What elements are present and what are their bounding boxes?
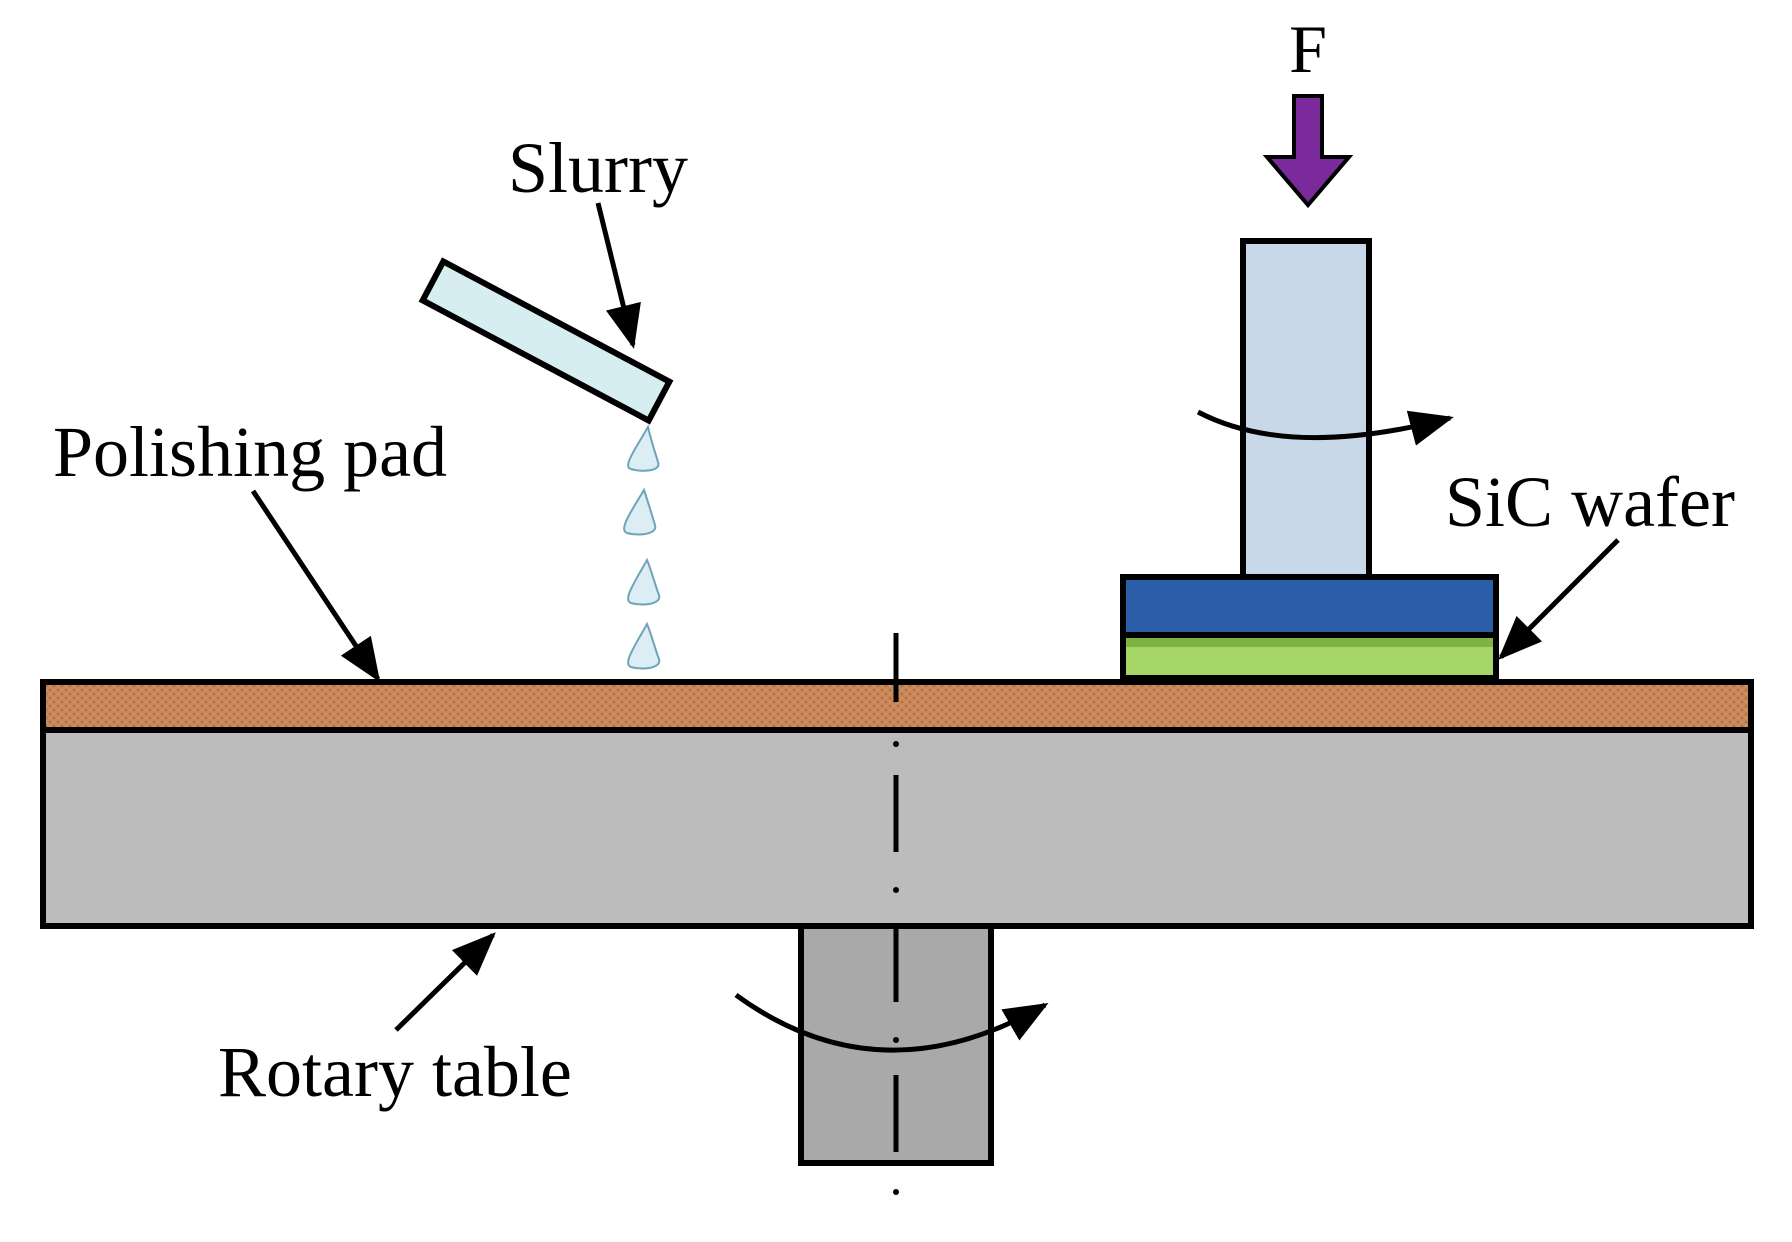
carrier-plate [1120, 574, 1499, 638]
sic-wafer-leader-arrow [1498, 538, 1620, 660]
slurry-droplet-icon [623, 487, 657, 536]
slurry-leader-arrow [595, 202, 641, 349]
slurry-droplet-icon [627, 424, 660, 472]
center-axis-line [893, 633, 899, 1195]
sic-wafer [1120, 632, 1499, 681]
slurry-droplets [623, 424, 661, 670]
slurry-nozzle [418, 257, 674, 425]
polishing-pad-label: Polishing pad [53, 412, 447, 492]
rotary-table-label: Rotary table [218, 1032, 572, 1112]
curved-rotation-arrow-icon [734, 992, 1049, 1053]
rotary-table-leader-arrow [394, 932, 496, 1032]
curved-rotation-arrow-icon [1196, 409, 1454, 446]
sic-wafer-label: SiC wafer [1445, 462, 1735, 542]
wafer-holder [1240, 238, 1372, 580]
force-label: F [1289, 11, 1327, 87]
slurry-droplet-icon [627, 557, 661, 606]
slurry-label: Slurry [508, 128, 688, 208]
down-arrow-icon [1262, 94, 1354, 209]
polishing-pad-leader-arrow [250, 489, 381, 683]
slurry-droplet-icon [627, 621, 661, 670]
